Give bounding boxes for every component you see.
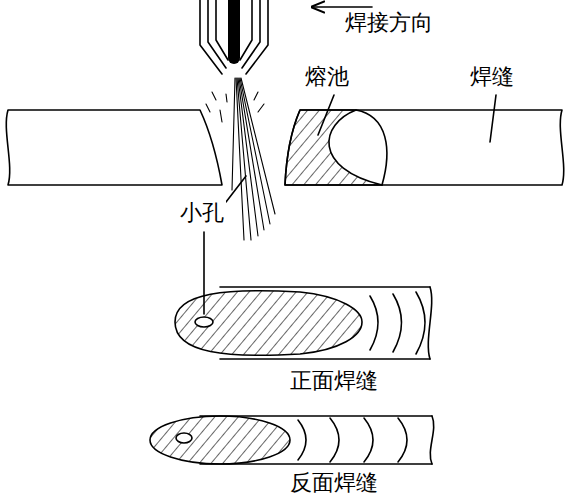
- back-weld: [150, 416, 434, 464]
- torch: [200, 0, 268, 74]
- direction-arrow: [312, 6, 372, 8]
- part-label: 焊缝: [468, 64, 516, 90]
- part-label: 正面焊缝: [288, 368, 380, 394]
- molten-pool: [285, 110, 382, 185]
- part-label: 小孔: [178, 200, 226, 226]
- part-label: 反面焊缝: [288, 470, 380, 496]
- leader-line: [318, 95, 334, 135]
- part-label: 焊接方向: [343, 10, 435, 36]
- leader-line: [490, 95, 496, 142]
- weld-boundary: [356, 110, 387, 185]
- left-plate: [6, 110, 222, 185]
- right-plate: [285, 110, 564, 185]
- front-weld: [175, 287, 432, 359]
- leader-line: [226, 176, 246, 202]
- part-label: 熔池: [303, 64, 351, 90]
